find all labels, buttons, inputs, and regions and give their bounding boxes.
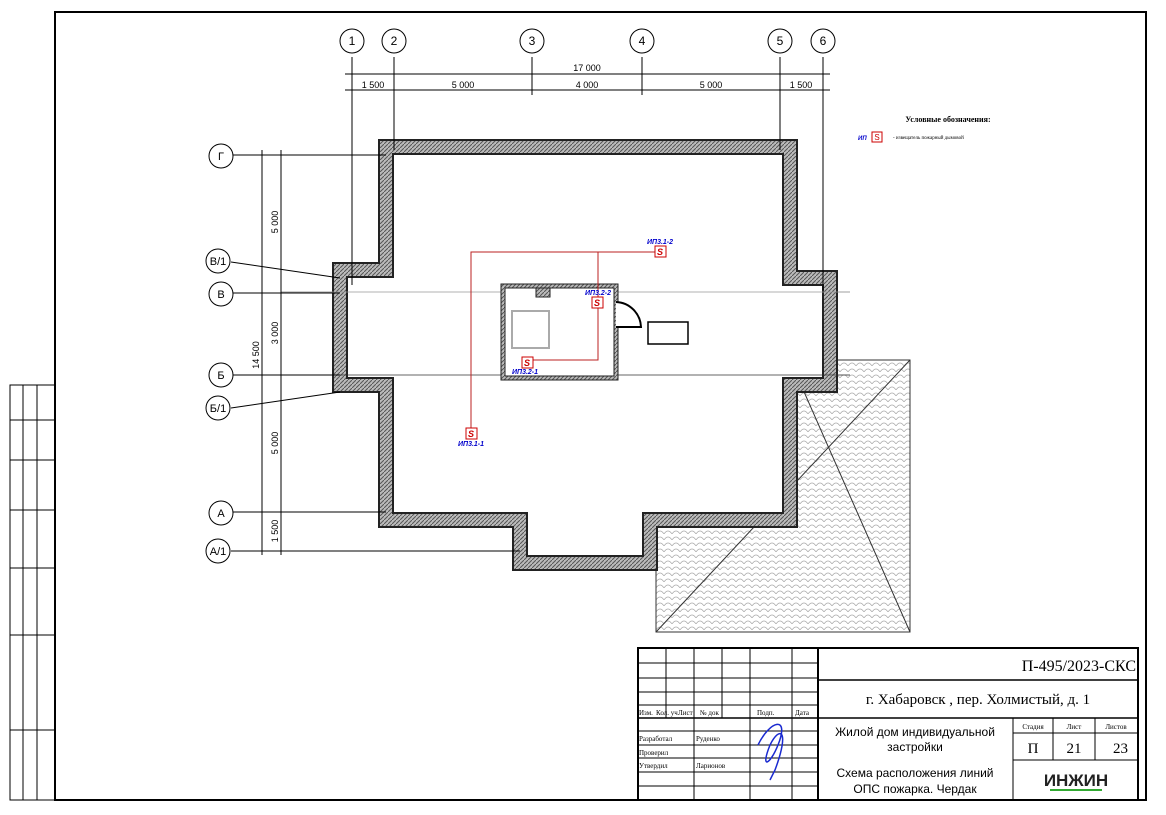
signature xyxy=(757,723,784,781)
svg-text:Изм.: Изм. xyxy=(639,709,653,717)
svg-text:Кол. уч: Кол. уч xyxy=(656,709,678,717)
svg-text:1 500: 1 500 xyxy=(362,80,385,90)
svg-text:застройки: застройки xyxy=(887,740,943,754)
svg-text:Жилой дом индивидуальной: Жилой дом индивидуальной xyxy=(835,725,995,739)
svg-text:Ларионов: Ларионов xyxy=(696,762,726,770)
smoke-detector-icon: S xyxy=(521,356,534,369)
svg-text:S: S xyxy=(874,133,879,142)
smoke-detectors: S ИП3.1-2 S ИП3.2-2 S ИП3.2-1 S ИП3.1-1 xyxy=(458,239,673,448)
hatch-opening xyxy=(647,321,689,345)
svg-text:Лист: Лист xyxy=(1067,723,1082,731)
svg-text:1 500: 1 500 xyxy=(270,520,280,543)
svg-text:4 000: 4 000 xyxy=(576,80,599,90)
svg-text:Листов: Листов xyxy=(1105,723,1127,731)
smoke-detector-icon: S xyxy=(465,427,478,440)
smoke-detector-icon: S xyxy=(654,245,667,258)
row-axes: Г В/1В Б Б/1А А/1 14 500 5 000 3 000 5 000 1 50… xyxy=(205,143,520,564)
svg-text:Утвердил: Утвердил xyxy=(639,762,668,770)
svg-text:5 000: 5 000 xyxy=(700,80,723,90)
svg-text:Руденко: Руденко xyxy=(696,735,720,743)
svg-text:- извещатель пожарный дымовой: - извещатель пожарный дымовой xyxy=(893,136,964,141)
svg-text:П-495/2023-СКС: П-495/2023-СКС xyxy=(1022,658,1136,675)
svg-text:1 500: 1 500 xyxy=(790,80,813,90)
svg-text:В/1: В/1 xyxy=(210,256,227,268)
smoke-detector-icon: S xyxy=(591,296,604,309)
svg-text:S: S xyxy=(594,298,600,308)
title-block xyxy=(637,647,1139,801)
svg-text:Разработал: Разработал xyxy=(639,735,673,743)
svg-text:Г: Г xyxy=(218,151,224,163)
svg-text:Б/1: Б/1 xyxy=(210,403,226,415)
smoke-detector-icon xyxy=(871,131,883,143)
svg-text:1: 1 xyxy=(349,34,356,48)
svg-text:ИП3.1-2: ИП3.1-2 xyxy=(647,239,673,246)
svg-text:Условные обозначения:: Условные обозначения: xyxy=(905,115,990,124)
svg-text:5 000: 5 000 xyxy=(452,80,475,90)
svg-text:Проверил: Проверил xyxy=(639,749,669,757)
svg-text:А/1: А/1 xyxy=(210,546,227,558)
svg-text:ОПС пожарка. Чердак: ОПС пожарка. Чердак xyxy=(853,782,977,796)
svg-text:4: 4 xyxy=(639,34,646,48)
svg-text:6: 6 xyxy=(820,34,827,48)
svg-text:Дата: Дата xyxy=(795,709,810,717)
svg-text:ИП3.2-1: ИП3.2-1 xyxy=(512,369,538,376)
company-logo: ИНЖИН xyxy=(1044,771,1108,790)
svg-text:S: S xyxy=(524,358,530,368)
svg-text:S: S xyxy=(468,429,474,439)
svg-text:П: П xyxy=(1028,741,1039,757)
svg-text:17 000: 17 000 xyxy=(573,63,601,73)
svg-text:№ док: № док xyxy=(700,709,719,717)
svg-text:23: 23 xyxy=(1113,741,1128,757)
svg-text:Б: Б xyxy=(217,370,224,382)
svg-text:Стадия: Стадия xyxy=(1022,723,1044,731)
legend: Условные обозначения: ИП S - извещатель … xyxy=(858,115,991,143)
svg-text:3 000: 3 000 xyxy=(270,322,280,345)
alarm-line xyxy=(470,251,660,428)
svg-text:Лист: Лист xyxy=(678,709,693,717)
svg-text:ИП3.1-1: ИП3.1-1 xyxy=(458,441,484,448)
svg-text:5: 5 xyxy=(777,34,784,48)
svg-text:5 000: 5 000 xyxy=(270,432,280,455)
left-strip xyxy=(9,384,56,801)
svg-text:ИП3.2-2: ИП3.2-2 xyxy=(585,290,611,297)
column-axes: 1 2 3 4 5 6 17 000 1 500 5 000 4 000 5 000 1 500 xyxy=(339,28,836,290)
svg-text:3: 3 xyxy=(529,34,536,48)
svg-text:2: 2 xyxy=(391,34,398,48)
svg-text:21: 21 xyxy=(1067,741,1082,757)
svg-text:А: А xyxy=(217,508,225,520)
svg-text:5 000: 5 000 xyxy=(270,211,280,234)
svg-text:В: В xyxy=(217,289,224,301)
svg-text:г. Хабаровск , пер. Холмистый,: г. Хабаровск , пер. Холмистый, д. 1 xyxy=(866,692,1090,708)
svg-text:ИП: ИП xyxy=(858,136,867,142)
svg-text:Схема расположения линий: Схема расположения линий xyxy=(837,766,994,780)
svg-text:S: S xyxy=(657,247,663,257)
svg-text:Подп.: Подп. xyxy=(757,709,775,717)
svg-text:14 500: 14 500 xyxy=(251,341,261,369)
